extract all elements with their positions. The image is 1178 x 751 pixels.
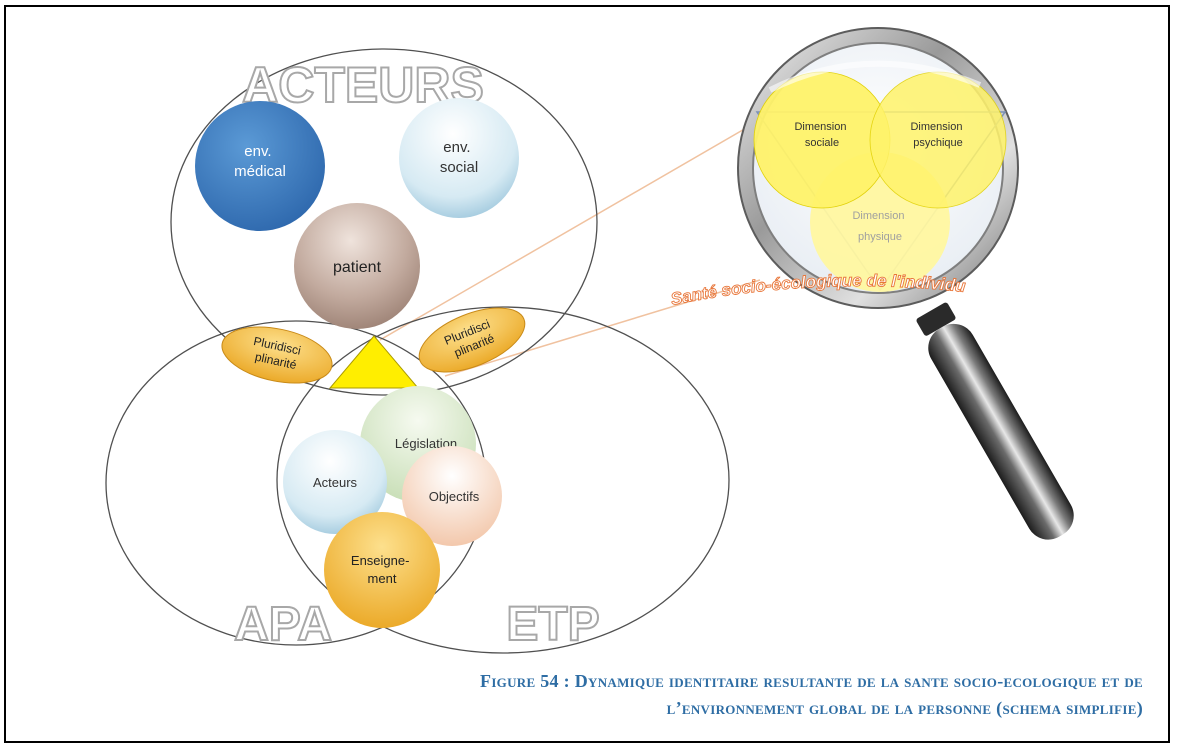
patient-label: patient — [333, 259, 382, 276]
connector-line-lower — [444, 279, 761, 377]
dim-physique-label: Dimension physique — [852, 210, 907, 243]
dim-sociale-label: Dimension sociale — [794, 121, 849, 149]
acteurs-circle — [170, 48, 598, 396]
pluri-right-ellipse — [418, 307, 526, 373]
env-social-circle — [399, 98, 519, 218]
enseignement-label: Enseigne- ment — [351, 553, 413, 586]
diagram: ACTEURS APA ETP env. médical env. social… — [105, 27, 1074, 654]
objectifs-circle — [402, 446, 502, 546]
connector-line-upper — [379, 119, 761, 341]
patient-circle — [294, 203, 420, 329]
intersection-triangle — [328, 335, 420, 389]
caption-line-2: l’environnement global de la personne (s… — [666, 698, 1143, 718]
figure-caption: Figure 54 : Dynamique identitaire result… — [0, 668, 1143, 722]
lens-glare — [768, 60, 982, 93]
pluri-left-ellipse — [221, 326, 333, 384]
etp-circle — [276, 306, 730, 654]
env-medical-circle — [195, 101, 325, 231]
sante-label: Santé socio-écologique de l'individu — [669, 271, 967, 309]
apa-title: APA — [234, 598, 332, 651]
caption-line-1: Figure 54 : Dynamique identitaire result… — [480, 671, 1143, 691]
acteurs-small-circle — [283, 430, 387, 534]
env-social-label: env. social — [440, 139, 478, 176]
magnifier-handle — [916, 302, 1074, 540]
env-medical-label: env. médical — [234, 143, 286, 180]
dim-psychique-label: Dimension psychique — [910, 121, 965, 149]
etp-title: ETP — [506, 598, 599, 651]
acteurs-small-label: Acteurs — [313, 475, 358, 490]
enseignement-circle — [324, 512, 440, 628]
figure-frame — [4, 5, 1170, 743]
objectifs-label: Objectifs — [429, 489, 480, 504]
